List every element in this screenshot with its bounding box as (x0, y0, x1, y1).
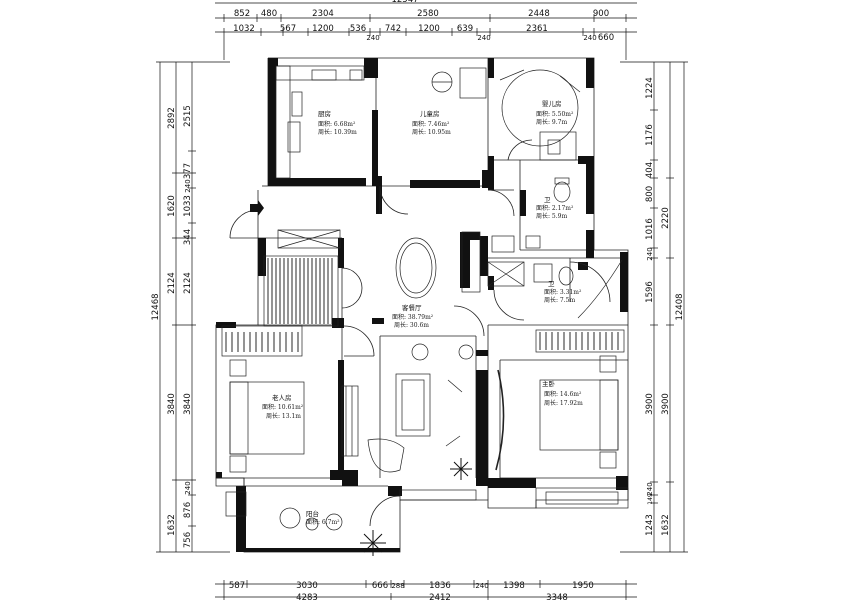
dim-left: 2515 (183, 105, 193, 127)
dim-bottom: 3030 (296, 581, 318, 591)
dim-top-overall: 12547 (391, 0, 418, 5)
room-kids-name: 儿童房 (420, 109, 440, 118)
room-balcony-area: 面积: 6.7m² (306, 518, 340, 526)
room-kitchen-name: 厨房 (318, 109, 331, 118)
dim-left: 1620 (167, 195, 177, 217)
room-elder-perimeter: 周长: 13.1m (266, 412, 301, 420)
room-bath1-perimeter: 周长: 5.9m (536, 212, 567, 220)
dim-left: 1632 (167, 514, 177, 536)
room-kitchen-perimeter: 周长: 10.39m (318, 128, 357, 136)
dim-top: 536 (350, 24, 366, 34)
entrance-arrow-icon (250, 200, 264, 216)
dim-top: 900 (593, 9, 609, 19)
room-bath2-perimeter: 周长: 7.5m (544, 296, 575, 304)
dim-right: 1224 (645, 77, 655, 99)
dim-top: 240 (366, 34, 379, 42)
dim-right: 1596 (645, 281, 655, 303)
dim-top: 240 (477, 34, 490, 42)
room-elder-name: 老人房 (272, 393, 292, 402)
dim-top: 1032 (233, 24, 255, 34)
dim-right: 404 (645, 162, 655, 178)
dim-bottom: 1836 (429, 581, 451, 591)
room-bath2-name: 卫 (548, 280, 555, 288)
dim-right: 1016 (645, 218, 655, 240)
dim-bottom: 2412 (429, 593, 451, 600)
furniture (221, 65, 625, 531)
dim-right: 240 (646, 482, 654, 495)
dim-right: 1632 (661, 514, 671, 536)
dim-left: 2124 (167, 272, 177, 294)
dim-left: 756 (183, 532, 193, 548)
dim-left: 3840 (167, 393, 177, 415)
dim-left: 377 (183, 163, 193, 179)
dim-top: 660 (598, 33, 614, 43)
room-kitchen-area: 面积: 6.68m² (318, 120, 356, 128)
room-bath1-area: 面积: 2.17m² (536, 204, 574, 212)
dim-right: 3900 (661, 393, 671, 415)
dimension-texts: 12547 852 480 2304 2580 2448 900 1032 56… (151, 0, 685, 600)
room-master-area: 面积: 14.6m² (544, 390, 582, 398)
walls (216, 58, 628, 552)
dim-bottom: 288 (391, 582, 404, 590)
dim-left-overall: 12468 (151, 293, 161, 320)
dim-top: 2361 (526, 24, 548, 34)
dim-right: 1176 (645, 124, 655, 146)
dim-top: 240 (583, 34, 596, 42)
dim-left: 2124 (183, 272, 193, 294)
room-baby-perimeter: 周长: 9.7m (536, 118, 567, 126)
dim-top: 1200 (312, 24, 334, 34)
dim-top: 2448 (528, 9, 550, 19)
dim-right: 2220 (661, 207, 671, 229)
dim-right: 240 (646, 247, 654, 260)
dim-top: 639 (457, 24, 473, 34)
room-baby-name: 婴儿房 (542, 99, 562, 108)
room-living-perimeter: 周长: 30.6m (394, 321, 429, 329)
dim-left: 2892 (167, 107, 177, 129)
doors (229, 139, 611, 527)
dim-top: 2304 (312, 9, 334, 19)
dim-top: 1200 (418, 24, 440, 34)
dim-top: 480 (261, 9, 277, 19)
room-living-name: 客餐厅 (402, 303, 422, 312)
dim-bottom: 3348 (546, 593, 568, 600)
dim-bottom: 666 (372, 581, 388, 591)
room-master-perimeter: 周长: 17.92m (544, 399, 583, 407)
dim-left: 876 (183, 502, 193, 518)
dim-top: 567 (280, 24, 296, 34)
dim-right: 3900 (645, 393, 655, 415)
room-bath2-area: 面积: 3.31m² (544, 288, 582, 296)
dim-left: 3840 (183, 393, 193, 415)
dim-left: 240 (184, 481, 192, 494)
dim-top: 852 (234, 9, 250, 19)
dim-bottom: 4283 (296, 593, 318, 600)
room-living-area: 面积: 38.79m² (392, 313, 434, 321)
room-elder-area: 面积: 10.61m² (262, 403, 304, 411)
dim-right: 149 (647, 493, 654, 505)
dim-bottom: 587 (229, 581, 245, 591)
dim-left: 344 (183, 229, 193, 245)
dim-left: 240 (184, 179, 192, 192)
wardrobe-hatching (225, 258, 619, 352)
room-labels: 厨房 面积: 6.68m² 周长: 10.39m 儿童房 面积: 7.46m² … (262, 99, 583, 526)
dim-bottom: 1398 (503, 581, 525, 591)
room-baby-area: 面积: 5.50m² (536, 110, 574, 118)
dim-top: 2580 (417, 9, 439, 19)
dim-bottom: 1950 (572, 581, 594, 591)
dim-left: 1033 (183, 195, 193, 217)
windows (215, 231, 629, 509)
dim-bottom: 240 (475, 582, 488, 590)
dim-top: 742 (385, 24, 401, 34)
dimension-lines (156, 2, 688, 600)
room-kids-area: 面积: 7.46m² (412, 120, 450, 128)
room-master-name: 主卧 (542, 379, 556, 388)
room-bath1-name: 卫 (544, 196, 551, 204)
dim-right: 1243 (645, 514, 655, 536)
dim-right: 800 (645, 186, 655, 202)
plant-icon (360, 458, 472, 556)
room-balcony-name: 阳台 (306, 509, 319, 518)
dim-right-overall: 12408 (675, 293, 685, 320)
room-kids-perimeter: 周长: 10.95m (412, 128, 451, 136)
